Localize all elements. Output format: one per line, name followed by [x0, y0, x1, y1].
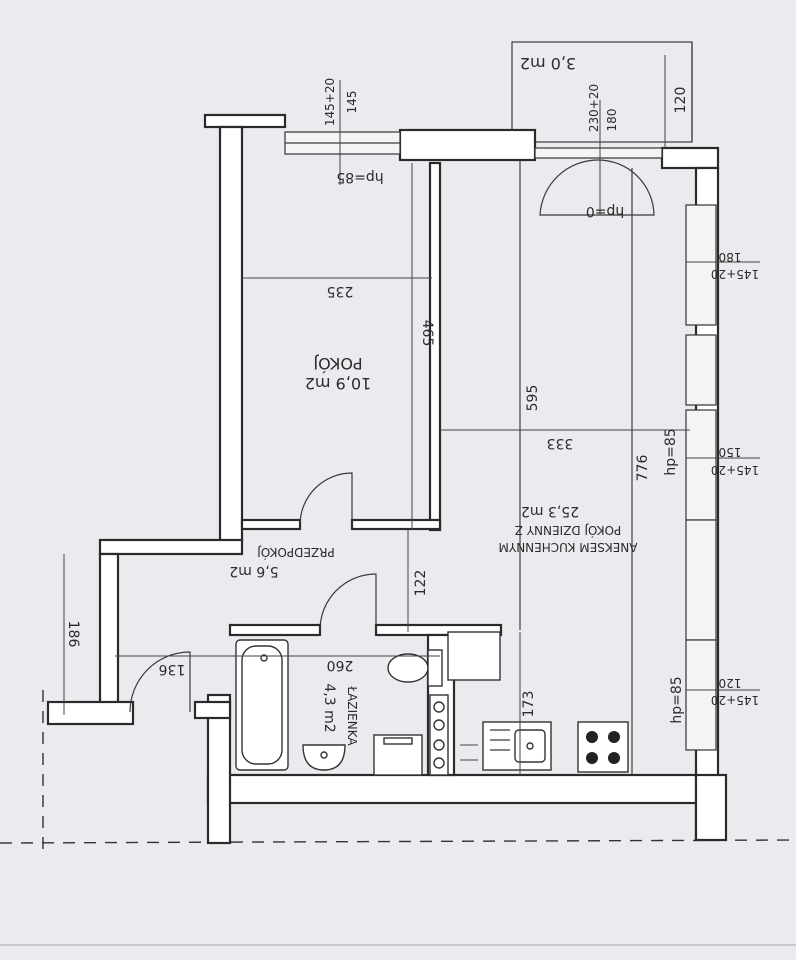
right-window-2	[685, 409, 717, 521]
balcony-depth-label: 120	[673, 87, 689, 114]
bathroom-area-label: 4,3 m2	[321, 683, 337, 732]
bedroom-bottom-wall-left	[240, 518, 302, 531]
bedroom-door-swing	[299, 472, 353, 526]
living-depth-label: 595	[525, 385, 541, 412]
bathroom-top-wall-left	[228, 623, 322, 637]
right-mid-sill-label: hp=85	[663, 428, 679, 475]
top-right-wall	[660, 146, 720, 170]
entry-depth-label: 186	[65, 621, 81, 648]
boiler-dial-2	[433, 719, 445, 731]
top-middle-wall	[398, 128, 537, 162]
entry-right-stub	[193, 700, 232, 720]
hall-area-label: 5,6 m2	[229, 563, 278, 579]
kitchen-depth-label: 173	[521, 691, 537, 718]
living-width-label: 333	[547, 435, 574, 451]
entry-left-wall	[98, 552, 120, 716]
bedroom-length-label: 465	[419, 320, 435, 347]
cooktop	[577, 721, 629, 773]
kitchen-sink-drain	[526, 742, 534, 750]
bath-width-label: 260	[327, 657, 354, 673]
bedroom-width-label: 235	[327, 283, 354, 299]
right-window-pier-2	[685, 519, 717, 641]
kitchen-column	[447, 631, 501, 681]
living-area-label: 25,3 m2	[521, 503, 579, 519]
right-low-sill-label: hp=85	[669, 676, 685, 723]
bottom-left-wall	[206, 693, 232, 845]
bedroom-bottom-wall-right	[350, 518, 442, 531]
entry-door-swing	[129, 651, 191, 713]
bedroom-sill-label: hp=85	[336, 169, 383, 185]
bathroom-door-swing	[319, 573, 377, 631]
boiler-column	[429, 694, 449, 776]
hall-name-label: PRZEDPOKÓJ	[257, 545, 335, 560]
entry-bottom-wall	[46, 700, 135, 726]
bottom-right-corner	[694, 773, 728, 842]
boiler-dial-3	[433, 739, 445, 751]
bottom-wall	[206, 773, 698, 805]
right-window-1-label-a: 180	[719, 250, 742, 264]
right-window-1-label-b: 145+20	[711, 267, 759, 281]
bottom-dashed-line	[0, 839, 796, 844]
right-window-1	[685, 204, 717, 326]
balcony-door-frame	[534, 147, 663, 159]
entry-door-label: 136	[159, 661, 186, 677]
cooktop-burner-3	[586, 752, 598, 764]
right-window-3-label-a: 120	[719, 676, 742, 690]
living-total-label: 776	[635, 455, 651, 482]
balcony-door-label-b: 230+20	[587, 84, 601, 132]
washing-machine-panel	[383, 737, 413, 745]
balcony-area-label: 3,0 m2	[520, 54, 576, 73]
bedroom-left-wall	[218, 125, 244, 544]
washbasin-drain	[320, 751, 328, 759]
bathroom-name-label: ŁAZIENKA	[345, 685, 359, 746]
bathtub-inner	[241, 645, 283, 765]
boiler-dial-4	[433, 757, 445, 769]
boiler-dial-1	[433, 701, 445, 713]
balcony-door-right-swing	[597, 159, 655, 216]
balcony-door-left-swing	[539, 159, 599, 216]
right-window-3-label-b: 145+20	[711, 693, 759, 707]
top-left-wall-stub	[203, 113, 287, 129]
hall-gap-label: 122	[413, 570, 429, 597]
bedroom-window-label-b: 145+20	[323, 78, 337, 126]
living-name-line1-label: POKÓJ DZIENNY Z	[515, 523, 622, 538]
balcony-sill-label: hp=0	[586, 203, 624, 219]
right-window-pier-1	[685, 334, 717, 406]
bedroom-name-label: POKÓJ	[313, 354, 362, 373]
bedroom-window-label-a: 145	[345, 91, 359, 114]
hall-top-wall	[98, 538, 244, 556]
right-window-2-label-b: 145+20	[711, 463, 759, 477]
cooktop-burner-4	[608, 752, 620, 764]
right-window-2-label-a: 150	[719, 445, 742, 459]
toilet-bowl	[387, 653, 429, 683]
balcony-door-label-a: 180	[605, 109, 619, 132]
living-name-line2-label: ANEKSEM KUCHENNYM	[499, 540, 638, 554]
bedroom-right-wall	[428, 161, 442, 532]
right-window-3	[685, 639, 717, 751]
cooktop-burner-2	[608, 731, 620, 743]
cooktop-burner-1	[586, 731, 598, 743]
toilet-tank	[427, 649, 443, 687]
bedroom-area-label: 10,9 m2	[305, 374, 371, 393]
